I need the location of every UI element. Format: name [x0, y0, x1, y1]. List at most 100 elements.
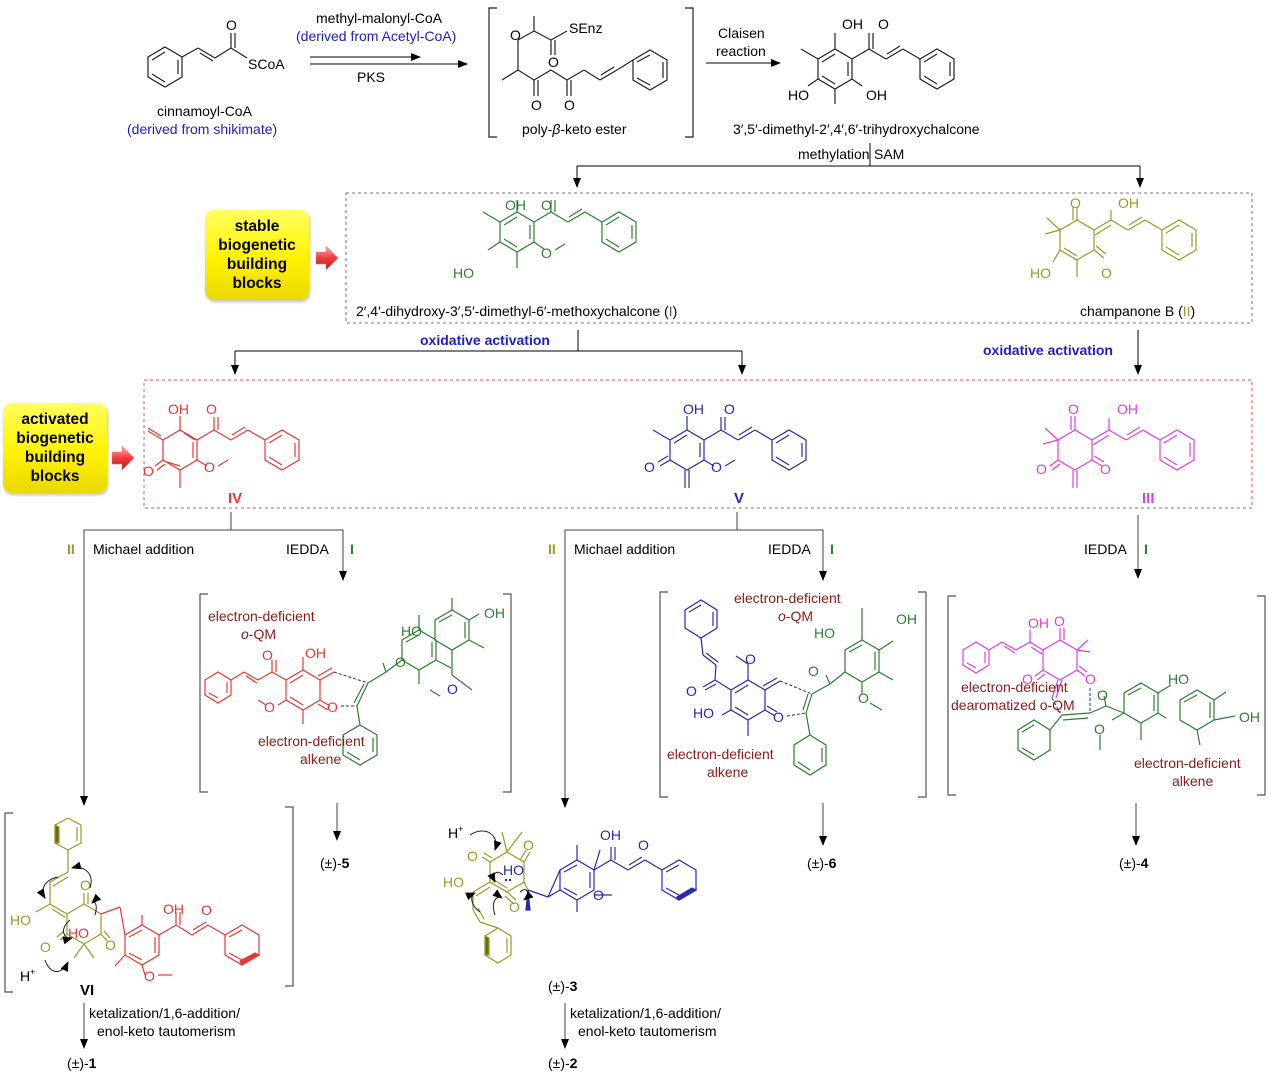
label-part: (±)-	[548, 978, 570, 994]
atom-label: O	[638, 837, 649, 853]
product-1-label: (±)-1	[67, 1055, 97, 1071]
partner-I-label: I	[830, 541, 834, 557]
h-plus-label: H+	[20, 967, 35, 984]
label-part: 2′,4′-dihydroxy-3′,5′-dimethyl-6′-methox…	[356, 303, 669, 319]
atom-label: OH	[305, 645, 326, 661]
label-part: -QM	[786, 608, 813, 624]
atom-label: O	[808, 663, 819, 679]
atom-label: O	[711, 459, 722, 475]
atom-label: OH	[1028, 615, 1049, 631]
label-part: )	[673, 303, 678, 319]
label-part: +	[30, 967, 35, 977]
atom-label: O	[878, 16, 889, 32]
compound-3-blue-fragment	[525, 845, 698, 912]
trihydroxychalcone-label: 3′,5′-dimethyl-2′,4′,6′-trihydroxychalco…	[733, 121, 980, 137]
label-part: II	[1183, 303, 1191, 319]
atom-label: HO	[453, 265, 474, 281]
label-part: H	[20, 968, 30, 984]
label-part: (±)-	[67, 1055, 89, 1071]
label-part: -QM	[249, 626, 276, 642]
cascade-label-line1: ketalization/1,6-addition/	[570, 1005, 721, 1021]
cinnamoyl-coa-label: cinnamoyl-CoA	[157, 103, 253, 119]
atom-label: HO	[503, 862, 524, 878]
compound-3-olive-fragment	[472, 831, 531, 964]
atom-label: O	[564, 97, 575, 113]
atom-label: OH	[866, 87, 887, 103]
iedda-ts-III-bracket	[947, 595, 1266, 796]
atom-label: O	[204, 459, 215, 475]
ed-alkene-label-line1: electron-deficient	[1134, 755, 1241, 771]
atom-label: O	[262, 647, 273, 663]
atom-label: OH	[842, 16, 863, 32]
ts-IV-green-fragment	[342, 615, 452, 766]
cascade-label-line1: ketalization/1,6-addition/	[89, 1005, 240, 1021]
label-part: o	[241, 626, 249, 642]
label-part: H	[448, 825, 458, 841]
atom-label: O	[80, 877, 91, 893]
atom-label: O	[143, 463, 154, 479]
branch-lines-V	[564, 529, 824, 805]
oxidative-activation-right-label: oxidative activation	[983, 342, 1113, 358]
ed-alkene-label-line2: alkene	[707, 764, 748, 780]
atom-label: O	[1022, 671, 1033, 687]
product-3-label: (±)-3	[548, 978, 578, 994]
red-pointer-arrow-icon	[315, 245, 339, 271]
atom-label: HO	[1030, 265, 1051, 281]
atom-label: O	[447, 681, 458, 697]
label-part: 3	[570, 978, 578, 994]
atom-label: O	[1097, 687, 1108, 703]
label-part: (±)-	[807, 855, 829, 871]
atom-label: O	[1085, 671, 1096, 687]
partner-I-label: I	[1144, 541, 1148, 557]
ed-oqm-label-line2: o-QM	[241, 626, 276, 642]
intermediate-VI-label: VI	[80, 982, 94, 999]
atom-label: O	[686, 683, 697, 699]
label-part: (±)-	[320, 855, 342, 871]
poly-keto-ester-label: poly-β-keto ester	[522, 121, 627, 137]
compound-IV-structure	[147, 416, 300, 488]
activated-blocks-box	[143, 379, 1253, 509]
poly-keto-ester-bracket	[488, 7, 694, 138]
methylation-label: methylation	[798, 146, 870, 162]
ed-oqm-label-line1: electron-deficient	[208, 608, 315, 624]
atom-label: HO	[68, 925, 89, 941]
h-plus-label: H+	[448, 824, 463, 841]
ts-III-magenta-fragment	[962, 628, 1091, 699]
activated-building-blocks-badge: activated biogenetic building blocks	[3, 403, 107, 493]
ts-V-blue-fragment	[684, 599, 781, 736]
ts-IV-green-ring	[434, 598, 485, 691]
atom-label: HO	[693, 705, 714, 721]
atom-label: O	[40, 939, 51, 955]
atom-label: O	[593, 887, 604, 903]
compound-II-structure	[1044, 207, 1197, 277]
iedda-label: IEDDA	[286, 541, 329, 557]
atom-label: HO	[814, 625, 835, 641]
label-part: )	[1191, 303, 1196, 319]
label-part: I	[669, 303, 673, 319]
michael-addition-label: Michael addition	[574, 541, 675, 557]
label-part: +	[458, 824, 463, 834]
atom-label: OH	[1117, 401, 1138, 417]
ts-V-green-fragment	[793, 608, 894, 776]
partner-I-label: I	[350, 541, 354, 557]
label-part: (±)-	[1119, 855, 1141, 871]
atom-label: O	[531, 97, 542, 113]
atom-label: HO	[788, 87, 809, 103]
ts-V-dashed-bonds	[779, 680, 813, 717]
atom-label: OH	[163, 901, 184, 917]
atom-label: O	[773, 709, 784, 725]
compound-I-label: 2′,4′-dihydroxy-3′,5′-dimethyl-6′-methox…	[356, 303, 677, 319]
ed-oqm-label-line2: o-QM	[778, 608, 813, 624]
label-part: 6	[829, 855, 837, 871]
atom-label: O	[724, 401, 735, 417]
atom-label: O	[144, 968, 155, 984]
ed-alkene-label-line2: alkene	[1172, 773, 1213, 789]
stable-blocks-box	[345, 192, 1253, 324]
michael-addition-label: Michael addition	[93, 541, 194, 557]
reagent-label: methyl-malonyl-CoA	[316, 10, 443, 26]
atom-label: O	[1100, 461, 1111, 477]
compound-V-label: V	[734, 490, 744, 507]
atom-label: OH	[600, 827, 621, 843]
partner-II-label: II	[67, 541, 75, 557]
ed-alkene-label-line1: electron-deficient	[258, 733, 365, 749]
